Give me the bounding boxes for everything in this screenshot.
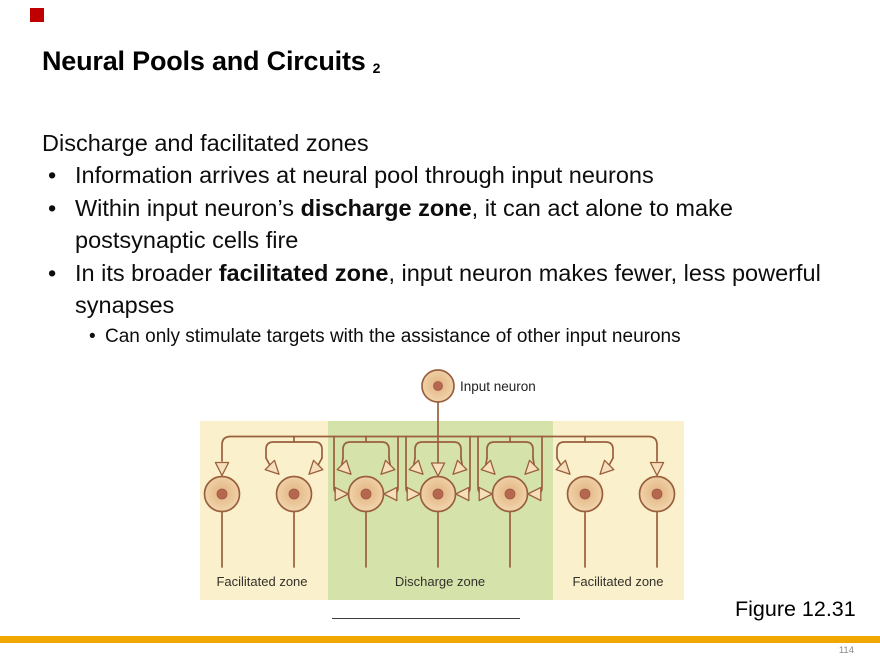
fork-line (265, 457, 271, 466)
neuron-nucleus (651, 488, 663, 500)
fork-line (388, 457, 392, 466)
fork-line (532, 457, 536, 466)
slide-title: Neural Pools and Circuits 2 (42, 46, 380, 77)
slide-title-text: Neural Pools and Circuits (42, 46, 366, 76)
body-text: Discharge and facilitated zones •Informa… (42, 127, 834, 354)
synapse-triangle (649, 461, 665, 477)
synapse-triangle (524, 459, 540, 475)
synapse-triangle (380, 459, 396, 475)
synapse-triangle (264, 459, 280, 475)
synapse-triangle (555, 459, 571, 475)
bullet-list: •Information arrives at neural pool thro… (42, 159, 834, 353)
neuron-nucleus (288, 488, 300, 500)
synapse-triangle (430, 462, 446, 477)
fork-line (556, 441, 614, 459)
fork-line (265, 441, 323, 459)
page-number: 114 (838, 645, 854, 656)
zone-label: Discharge zone (395, 574, 485, 589)
zone-label: Facilitated zone (572, 574, 663, 589)
bullet-marker: • (48, 162, 57, 189)
intro-line: Discharge and facilitated zones (42, 130, 369, 156)
fork-line (608, 457, 614, 466)
synapse-triangle (452, 459, 468, 475)
synapse-triangle (334, 486, 349, 502)
synapse-triangle (455, 486, 470, 502)
fork-line (486, 441, 534, 459)
neuron-nucleus (360, 488, 372, 500)
fork-line (317, 457, 323, 466)
bullet-item: •In its broader facilitated zone, input … (42, 257, 834, 322)
synapse-triangle (527, 486, 542, 502)
synapse-triangle (308, 459, 324, 475)
fork-line (340, 457, 344, 466)
synapse-triangle (383, 486, 398, 502)
bullet-marker: • (48, 194, 57, 221)
input-neuron-nucleus (433, 381, 443, 391)
synapse-triangle (408, 459, 424, 475)
bullet-item: •Information arrives at neural pool thro… (42, 159, 834, 191)
figure-caption: Figure 12.31 (735, 597, 856, 621)
fork-line (342, 441, 390, 459)
bullet-marker: • (48, 259, 57, 286)
synapse-triangle (480, 459, 496, 475)
slide-title-suffix: 2 (372, 60, 381, 76)
neuron-nucleus (504, 488, 516, 500)
bullet-marker: • (89, 326, 96, 348)
input-neuron-label: Input neuron (460, 379, 536, 394)
fork-line (556, 457, 562, 466)
synapse-triangle (214, 461, 230, 477)
neuron-nucleus (432, 488, 444, 500)
bullet-item: •Can only stimulate targets with the ass… (42, 321, 834, 353)
synapse-triangle (478, 486, 493, 502)
bullet-item: •Within input neuron’s discharge zone, i… (42, 192, 834, 257)
footer-bar (0, 636, 880, 643)
neuron-nucleus (579, 488, 591, 500)
fork-line (460, 457, 464, 466)
zone-label: Facilitated zone (216, 574, 307, 589)
figure-credit-line (332, 618, 520, 619)
synapse-triangle (599, 459, 615, 475)
trunk-line (221, 435, 658, 462)
fork-line (484, 457, 488, 466)
accent-square (30, 8, 44, 22)
synapse-triangle (336, 459, 352, 475)
fork-line (412, 457, 416, 466)
synapse-triangle (406, 486, 421, 502)
neuron-nucleus (216, 488, 228, 500)
